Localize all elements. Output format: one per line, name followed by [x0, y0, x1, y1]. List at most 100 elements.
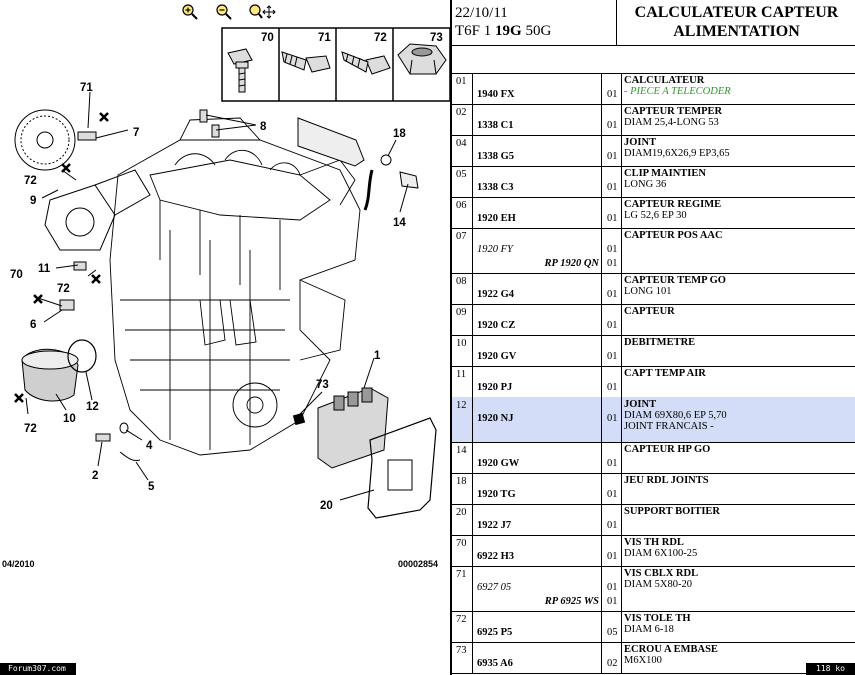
part-quantity: 01 — [607, 351, 618, 362]
part-name: CAPT TEMP AIR — [624, 368, 706, 379]
callout-18: 18 — [393, 128, 406, 140]
part-reference[interactable]: 1338 C1 — [477, 120, 514, 131]
part-detail: LONG 36 — [624, 179, 667, 190]
part-reference[interactable]: 1338 C3 — [477, 182, 514, 193]
part-reference[interactable]: 1922 G4 — [477, 289, 515, 300]
part-detail: M6X100 — [624, 655, 662, 666]
row-index: 08 — [452, 273, 473, 304]
part-reference[interactable]: 1920 CZ — [477, 320, 516, 331]
part-reference[interactable]: 1338 G5 — [477, 151, 515, 162]
part-detail: - PIECE A TELECODER — [624, 86, 731, 97]
part-quantity: 01 — [607, 244, 618, 255]
part-reference[interactable]: 6922 H3 — [477, 551, 515, 562]
part-quantity: 05 — [607, 627, 618, 638]
row-index: 02 — [452, 104, 473, 135]
seal-ring-12 — [67, 339, 97, 373]
part-name: CALCULATEUR — [624, 75, 705, 86]
zoom-out-icon[interactable] — [214, 3, 234, 21]
part-quantity: 01 — [607, 213, 618, 224]
part-detail: LONG 101 — [624, 286, 672, 297]
part-name: CAPTEUR REGIME — [624, 199, 722, 210]
callout-73: 73 — [316, 379, 329, 391]
part-reference[interactable]: 6925 P5 — [477, 627, 513, 638]
part-reference[interactable]: 1940 FX — [477, 89, 515, 100]
part-reference[interactable]: 6927 05 — [477, 582, 512, 593]
part-reference[interactable]: 1920 FY — [477, 244, 513, 255]
ref-cell: 6927 05 RP 6925 WS — [474, 566, 602, 611]
part-quantity: 01 — [607, 320, 618, 331]
part-detail: DIAM 25,4-LONG 53 — [624, 117, 719, 128]
part-reference[interactable]: 1920 PJ — [477, 382, 513, 393]
part-name: DEBITMETRE — [624, 337, 696, 348]
part-quantity: 01 — [607, 382, 618, 393]
ecu-unit — [317, 387, 389, 469]
desc-cell: JEU RDL JOINTS — [623, 473, 855, 504]
callout-72b: 72 — [57, 283, 70, 295]
pan-icon[interactable] — [248, 3, 276, 21]
engine-block — [109, 117, 361, 456]
qty-cell: 05 — [603, 611, 622, 642]
replacement-reference[interactable]: RP 1920 QN — [544, 258, 599, 269]
part-detail: LG 52,6 EP 30 — [624, 210, 687, 221]
replacement-quantity: 01 — [607, 596, 618, 607]
air-flow-sensor — [21, 348, 79, 402]
legend-label-71: 71 — [318, 32, 331, 44]
bolt-72-icon — [341, 51, 391, 75]
part-quantity: 01 — [607, 120, 618, 131]
part-name: CAPTEUR TEMP GO — [624, 275, 726, 286]
header-info: 22/10/11 T6F 1 19G 50G — [452, 0, 617, 45]
panel-divider — [450, 0, 452, 675]
desc-cell: DEBITMETRE — [623, 335, 855, 366]
ref-cell: 1922 J7 — [474, 504, 602, 535]
row-index: 07 — [452, 228, 473, 273]
part-reference[interactable]: 1920 NJ — [477, 413, 514, 424]
qty-cell: 01 — [603, 397, 622, 442]
part-reference[interactable]: 1920 GW — [477, 458, 520, 469]
callout-4: 4 — [146, 440, 153, 452]
part-reference[interactable]: 1920 TG — [477, 489, 516, 500]
qty-cell: 01 — [603, 335, 622, 366]
replacement-reference[interactable]: RP 6925 WS — [544, 596, 599, 607]
ref-cell: 1920 GW — [474, 442, 602, 473]
part-reference[interactable]: 1922 J7 — [477, 520, 512, 531]
part-reference[interactable]: 1920 GV — [477, 351, 517, 362]
ref-cell: 1920 NJ — [474, 397, 602, 442]
file-size-badge: 118 ko — [806, 663, 855, 675]
ref-cell: 6925 P5 — [474, 611, 602, 642]
zoom-in-icon[interactable] — [180, 3, 200, 21]
small-sensors — [59, 131, 141, 461]
ref-cell: 1920 TG — [474, 473, 602, 504]
site-brand[interactable]: Forum307.com — [0, 663, 76, 675]
part-reference[interactable]: 6935 A6 — [477, 658, 513, 669]
part-reference[interactable]: 1920 EH — [477, 213, 516, 224]
part-name: JEU RDL JOINTS — [624, 475, 709, 486]
row-index: 72 — [452, 611, 473, 642]
callout-6: 6 — [30, 319, 36, 331]
header-model: T6F 1 19G 50G — [455, 23, 552, 39]
qty-cell: 01 — [603, 73, 622, 104]
